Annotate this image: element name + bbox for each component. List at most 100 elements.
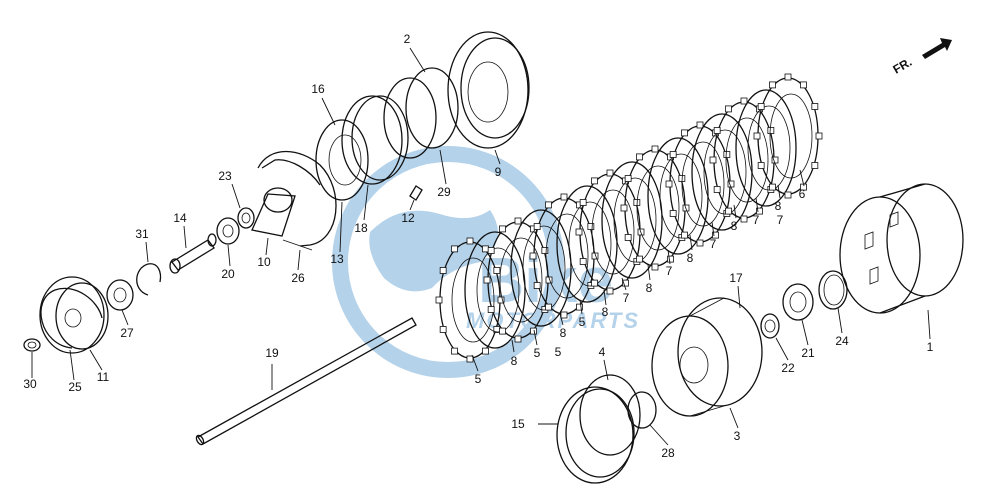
plate-tab [696, 121, 704, 129]
part-oring-15 [556, 386, 635, 484]
leader-line [183, 225, 187, 249]
leader-line [494, 149, 501, 165]
callout-p30: 30 [23, 377, 37, 391]
steel-plate [735, 89, 797, 207]
leader-line [409, 47, 426, 73]
part-piston-16 [341, 95, 409, 185]
plate-tab [587, 223, 595, 230]
part-hub-10 [251, 187, 296, 237]
callout-p20: 20 [221, 267, 235, 281]
leader-line [689, 234, 693, 251]
plate-tab [483, 276, 491, 284]
callout-p2: 2 [404, 32, 411, 46]
callout-p22: 22 [781, 361, 795, 375]
plate-tab [499, 327, 506, 335]
callout-p13: 13 [330, 252, 344, 266]
leader-line [559, 313, 564, 326]
plate-tab [709, 156, 717, 164]
plate-tab [575, 228, 583, 236]
plate-tab [451, 347, 458, 355]
part-washer-23 [237, 207, 255, 229]
plate-tab [622, 279, 629, 287]
plate-tab [576, 303, 583, 311]
callout-p7c: 7 [710, 237, 717, 251]
plate-tab [591, 279, 598, 287]
callout-labels: 2162314312010261318122992711253019585858… [23, 32, 933, 460]
plate-tab [651, 145, 659, 153]
leader-line [265, 237, 269, 256]
callout-p8d: 8 [646, 281, 653, 295]
clutch-plate-stack [435, 73, 823, 363]
plate-tab [769, 81, 776, 89]
plate-tab [451, 245, 458, 253]
leader-line [297, 249, 301, 271]
callout-p7e: 7 [777, 213, 784, 227]
plate-tab [482, 347, 489, 355]
callout-p19: 19 [265, 346, 279, 360]
part-circlip-31 [136, 263, 162, 296]
plate-tab [439, 267, 447, 274]
plate-inner-edge [769, 93, 813, 179]
part-washer-22 [760, 313, 780, 339]
plate-tab [696, 239, 704, 247]
part-spindle-14 [169, 233, 217, 274]
plate-tab [769, 183, 776, 191]
plate-tab [579, 258, 587, 265]
plate-tab [439, 326, 447, 333]
plate-inner-edge [451, 257, 495, 343]
plate-inner-edge [499, 237, 543, 323]
callout-p7b: 7 [666, 264, 673, 278]
callout-p26: 26 [291, 271, 305, 285]
plate-inner-edge [703, 129, 747, 215]
plate-tab [713, 127, 721, 134]
leader-line [667, 249, 671, 265]
plate-tab [756, 207, 763, 215]
plate-tab [669, 210, 677, 217]
plate-inner-edge [747, 105, 791, 191]
leader-line [533, 329, 538, 346]
steel-plate [464, 231, 526, 349]
plate-inner-edge [545, 213, 589, 299]
leader-line [363, 184, 369, 221]
leader-line [621, 277, 627, 291]
callout-p15: 15 [511, 417, 525, 431]
callout-p16: 16 [311, 82, 325, 96]
plate-tab [530, 327, 537, 335]
front-label: FR. [891, 55, 915, 77]
plate-tab [784, 73, 792, 81]
plate-tab [620, 204, 628, 212]
plate-tab [466, 237, 474, 245]
part-snap-ring-25 [40, 287, 103, 349]
plate-tab [579, 199, 587, 206]
plate-tab [560, 311, 568, 319]
friction-disc [713, 101, 775, 219]
leader-line [321, 97, 336, 126]
steel-plate [601, 161, 663, 279]
plate-tab [767, 127, 775, 134]
plate-tab [466, 355, 474, 363]
plate-tab [811, 162, 819, 169]
plate-tab [712, 231, 719, 239]
plate-tab [514, 217, 522, 225]
callout-p31: 31 [135, 227, 149, 241]
part-bearing-27 [106, 279, 134, 311]
plate-inner-edge [681, 141, 725, 227]
plate-tab [800, 81, 807, 89]
plate-inner-edge [613, 177, 657, 263]
plate-tab [497, 296, 505, 304]
plate-tab [636, 153, 643, 161]
leader-line [733, 204, 737, 219]
callout-p8c: 8 [602, 305, 609, 319]
plate-inner-edge [591, 189, 635, 275]
leader-line [471, 354, 479, 372]
plate-inner-edge [725, 117, 769, 203]
callout-p24: 24 [835, 334, 849, 348]
leader-line [121, 309, 129, 326]
plate-tab [606, 287, 614, 295]
steel-plate [510, 209, 572, 327]
callout-p5b: 5 [534, 346, 541, 360]
plate-tab [541, 247, 549, 254]
leader-line [145, 241, 149, 263]
plate-tab [591, 177, 598, 185]
